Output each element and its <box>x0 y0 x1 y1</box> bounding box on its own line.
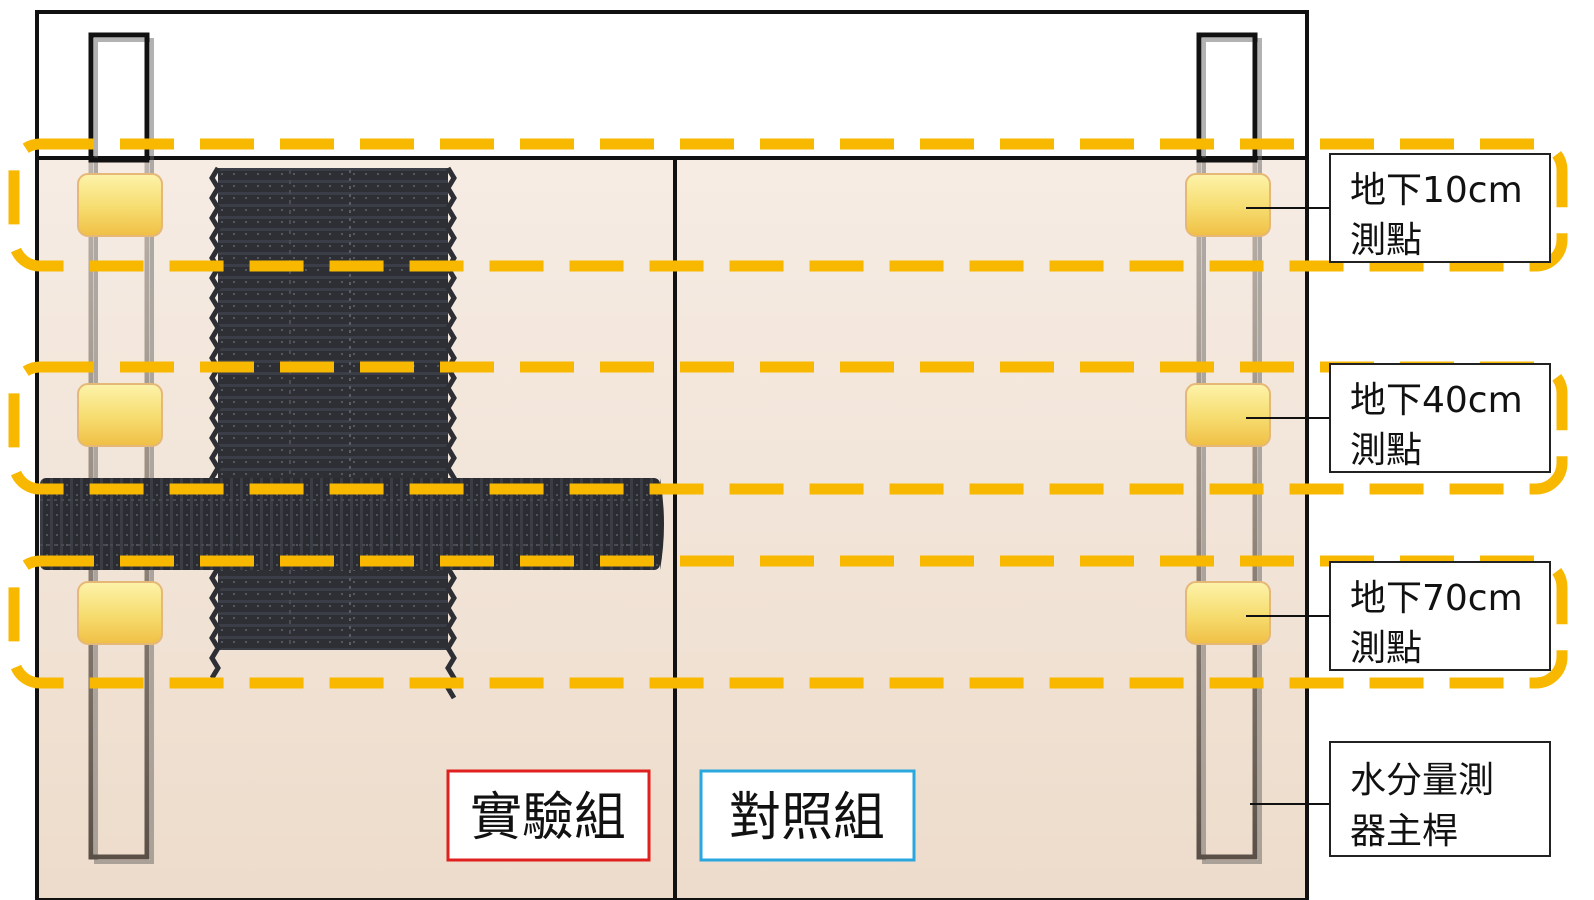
callout-70cm: 地下70cm 測點 <box>1329 561 1551 671</box>
callout-40cm: 地下40cm 測點 <box>1329 363 1551 473</box>
callout-10cm-line2: 測點 <box>1350 220 1422 261</box>
horizontal-pipe <box>40 478 664 570</box>
depth-band-40cm <box>8 361 1568 495</box>
vertical-pipe <box>209 166 457 700</box>
callout-main-rod: 水分量測 器主桿 <box>1329 741 1551 857</box>
left-sensor-40cm <box>77 383 163 447</box>
depth-band-10cm <box>8 138 1568 272</box>
control-group-text: 對照組 <box>729 788 885 848</box>
callout-70cm-line2: 測點 <box>1350 628 1422 669</box>
callout-10cm-line1: 地下10cm <box>1350 170 1523 211</box>
callout-10cm: 地下10cm 測點 <box>1329 153 1551 263</box>
control-group-label: 對照組 <box>699 769 916 862</box>
left-sensor-10cm <box>77 173 163 237</box>
experimental-group-label: 實驗組 <box>446 769 651 862</box>
callout-40cm-line2: 測點 <box>1350 430 1422 471</box>
left-sensor-rod <box>88 32 154 864</box>
experimental-group-text: 實驗組 <box>470 788 626 848</box>
callout-main-rod-line2: 器主桿 <box>1350 811 1458 852</box>
callout-40cm-line1: 地下40cm <box>1350 380 1523 421</box>
right-sensor-70cm <box>1185 581 1271 645</box>
callout-main-rod-line1: 水分量測 <box>1350 760 1494 801</box>
left-sensor-70cm <box>77 581 163 645</box>
right-sensor-40cm <box>1185 383 1271 447</box>
right-sensor-10cm <box>1185 173 1271 237</box>
callout-70cm-line1: 地下70cm <box>1350 578 1523 619</box>
depth-band-70cm <box>8 555 1568 689</box>
